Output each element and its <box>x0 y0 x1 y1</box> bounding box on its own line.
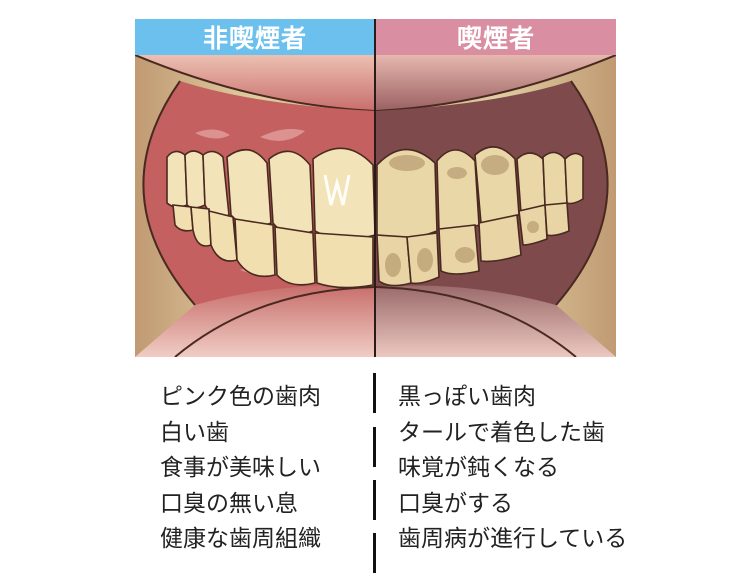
divider-segment <box>373 373 376 413</box>
divider-segment <box>373 533 376 573</box>
smoker-header: 喫煙者 <box>376 19 616 55</box>
divider-segment <box>373 427 376 467</box>
healthy-side <box>135 55 375 357</box>
list-item: ピンク色の歯肉 <box>160 384 321 410</box>
list-item: 味覚が鈍くなる <box>398 455 559 481</box>
list-item: 黒っぽい歯肉 <box>398 384 536 410</box>
list-item: 健康な歯周組織 <box>160 526 321 552</box>
comparison-figure: 非喫煙者 喫煙者 <box>135 19 616 357</box>
list-item: タールで着色した歯 <box>398 419 605 446</box>
list-item: 口臭の無い息 <box>160 490 298 517</box>
smoker-list: 黒っぽい歯肉 タールで着色した歯 味覚が鈍くなる 口臭がする 歯周病が進行してい… <box>398 380 627 558</box>
list-item: 白い歯 <box>160 419 229 446</box>
list-item: 口臭がする <box>398 490 513 517</box>
center-divider-line <box>374 19 376 357</box>
divider-segment <box>373 480 376 520</box>
smoker-side <box>375 55 616 357</box>
non-smoker-list: ピンク色の歯肉 白い歯 食事が美味しい 口臭の無い息 健康な歯周組織 <box>160 380 321 558</box>
list-item: 食事が美味しい <box>160 455 321 481</box>
list-item: 歯周病が進行している <box>398 526 628 552</box>
teeth-comparison-illustration <box>135 55 616 357</box>
non-smoker-header: 非喫煙者 <box>135 19 375 55</box>
